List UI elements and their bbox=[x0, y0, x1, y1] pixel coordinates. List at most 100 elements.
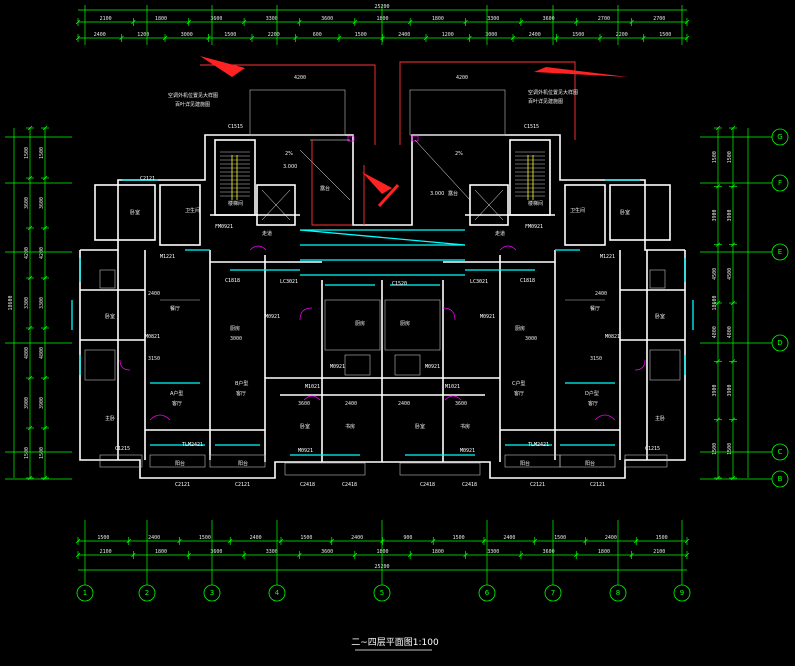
room-dim: 3150 bbox=[590, 356, 602, 362]
left-total-dim: 18600 bbox=[8, 295, 14, 310]
room-dim: 2400 bbox=[148, 291, 160, 297]
axis-bubble bbox=[478, 584, 496, 602]
bottom-dim-2: 2400 bbox=[250, 535, 262, 541]
axis-bubble bbox=[771, 243, 789, 261]
window-code: LC3021 bbox=[470, 279, 488, 285]
door-code: FM0921 bbox=[525, 224, 543, 230]
left-dim-2: 1500 bbox=[39, 447, 45, 459]
bottom-dim-2: 1500 bbox=[453, 535, 465, 541]
stair-step-lines bbox=[220, 151, 545, 197]
window-code: C1818 bbox=[225, 278, 240, 284]
bottom-dim-1: 2100 bbox=[653, 549, 665, 555]
axis-label: C bbox=[778, 448, 783, 456]
room-study: 书房 bbox=[460, 423, 470, 430]
axis-bubble bbox=[771, 128, 789, 146]
room-living: 客厅 bbox=[236, 390, 246, 397]
top-dim-1: 3600 bbox=[321, 16, 333, 22]
top-dim-1: 1800 bbox=[155, 16, 167, 22]
annotation-left-2: 百叶详见建施图 bbox=[175, 101, 210, 108]
bottom-dim-2: 2400 bbox=[605, 535, 617, 541]
fixture-lines bbox=[84, 89, 681, 476]
door-code: M0821 bbox=[605, 334, 620, 340]
axis-label: F bbox=[778, 179, 782, 187]
room-dim: 3600 bbox=[298, 401, 310, 407]
room-balcony: 阳台 bbox=[238, 460, 248, 467]
right-dim: 4800 bbox=[727, 326, 733, 338]
left-dim: 1500 bbox=[24, 447, 30, 459]
room-dim: 2400 bbox=[398, 401, 410, 407]
room-stairs: 楼梯间 bbox=[228, 200, 243, 207]
room-kitchen: 厨房 bbox=[355, 320, 365, 327]
window-code: C2418 bbox=[420, 482, 435, 488]
room-dim: 3000 bbox=[525, 336, 537, 342]
axis-label: 9 bbox=[680, 589, 684, 597]
room-stairs: 楼梯间 bbox=[528, 200, 543, 207]
window-code: C1520 bbox=[392, 281, 407, 287]
door-code: M1221 bbox=[160, 254, 175, 260]
room-hall: 走道 bbox=[495, 230, 505, 237]
bottom-dim-1: 3300 bbox=[266, 549, 278, 555]
balcony-label: 露台 bbox=[320, 185, 330, 192]
red-arrow-left[interactable] bbox=[200, 56, 245, 77]
room-bedroom: 卧室 bbox=[620, 209, 630, 216]
axis-label: B bbox=[778, 475, 783, 483]
bottom-dim-1: 3300 bbox=[487, 549, 499, 555]
left-dim-2: 3900 bbox=[39, 397, 45, 409]
right-dim-2: 1500 bbox=[712, 443, 718, 455]
red-arrow-center[interactable] bbox=[362, 172, 392, 194]
door-code: M0921 bbox=[425, 364, 440, 370]
room-dining: 餐厅 bbox=[170, 305, 180, 312]
balcony-label: 露台 bbox=[448, 190, 458, 197]
right-dim-2: 4500 bbox=[712, 268, 718, 280]
axis-bubble bbox=[609, 584, 627, 602]
room-bedroom: 卧室 bbox=[105, 313, 115, 320]
top-dim-2: 1200 bbox=[137, 32, 149, 38]
window-code: C1215 bbox=[115, 446, 130, 452]
right-dim: 4500 bbox=[727, 268, 733, 280]
bottom-dim-1: 3600 bbox=[321, 549, 333, 555]
top-dim-2: 1500 bbox=[355, 32, 367, 38]
room-unit-c: C户型 bbox=[512, 380, 526, 387]
axis-label: E bbox=[778, 248, 782, 256]
top-dim-2: 2400 bbox=[398, 32, 410, 38]
top-dim-2: 2400 bbox=[94, 32, 106, 38]
bottom-dim-2: 2400 bbox=[148, 535, 160, 541]
right-dim-2: 3900 bbox=[712, 384, 718, 396]
red-markup-lines bbox=[200, 61, 576, 226]
axis-label: 1 bbox=[83, 589, 87, 597]
room-bathroom: 卫生间 bbox=[570, 207, 585, 214]
room-bedroom: 卧室 bbox=[130, 209, 140, 216]
room-dim: 3000 bbox=[230, 336, 242, 342]
axis-label: 2 bbox=[145, 589, 149, 597]
bottom-dim-1: 1800 bbox=[598, 549, 610, 555]
left-dim: 3300 bbox=[24, 297, 30, 309]
left-dim-2: 3600 bbox=[39, 197, 45, 209]
window-code: C2121 bbox=[175, 482, 190, 488]
room-kitchen: 厨房 bbox=[515, 325, 525, 332]
axis-label: 6 bbox=[485, 589, 490, 597]
top-dim-1: 2700 bbox=[653, 16, 665, 22]
top-dim-2: 3000 bbox=[181, 32, 193, 38]
top-dim-2: 3000 bbox=[485, 32, 497, 38]
axis-label: D bbox=[777, 339, 782, 347]
axis-label: G bbox=[777, 133, 782, 141]
red-arrow-right[interactable] bbox=[534, 67, 628, 77]
right-dim: 3900 bbox=[727, 384, 733, 396]
door-code: M1221 bbox=[600, 254, 615, 260]
bottom-dim-2: 1500 bbox=[300, 535, 312, 541]
left-dim-2: 4200 bbox=[39, 247, 45, 259]
axis-label: 5 bbox=[380, 589, 384, 597]
window-code: C2418 bbox=[462, 482, 477, 488]
room-bedroom: 卧室 bbox=[300, 423, 310, 430]
window-code: C2121 bbox=[235, 482, 250, 488]
red-arrows[interactable] bbox=[200, 56, 628, 208]
bottom-dim-1: 1800 bbox=[155, 549, 167, 555]
axis-bubble bbox=[771, 334, 789, 352]
right-dim: 3900 bbox=[727, 209, 733, 221]
room-dining: 餐厅 bbox=[590, 305, 600, 312]
bottom-dim-2: 1500 bbox=[97, 535, 109, 541]
axis-label: 8 bbox=[616, 589, 620, 597]
bottom-dim-2: 1500 bbox=[554, 535, 566, 541]
left-dim: 1500 bbox=[24, 147, 30, 159]
